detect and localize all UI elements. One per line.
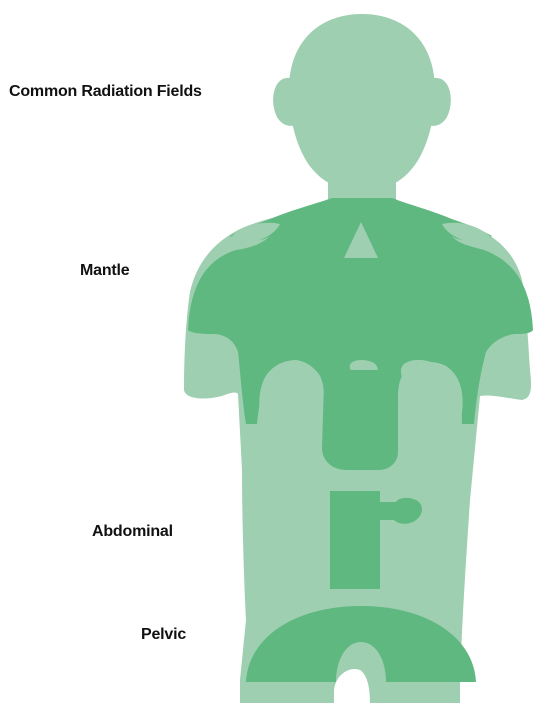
mediastinum-field	[322, 370, 398, 470]
head	[289, 14, 435, 186]
para-aortic-field	[330, 491, 380, 589]
pelvic-label: Pelvic	[141, 626, 186, 644]
diagram-title: Common Radiation Fields	[9, 83, 202, 101]
abdominal-label: Abdominal	[92, 523, 173, 541]
mantle-label: Mantle	[80, 262, 129, 280]
